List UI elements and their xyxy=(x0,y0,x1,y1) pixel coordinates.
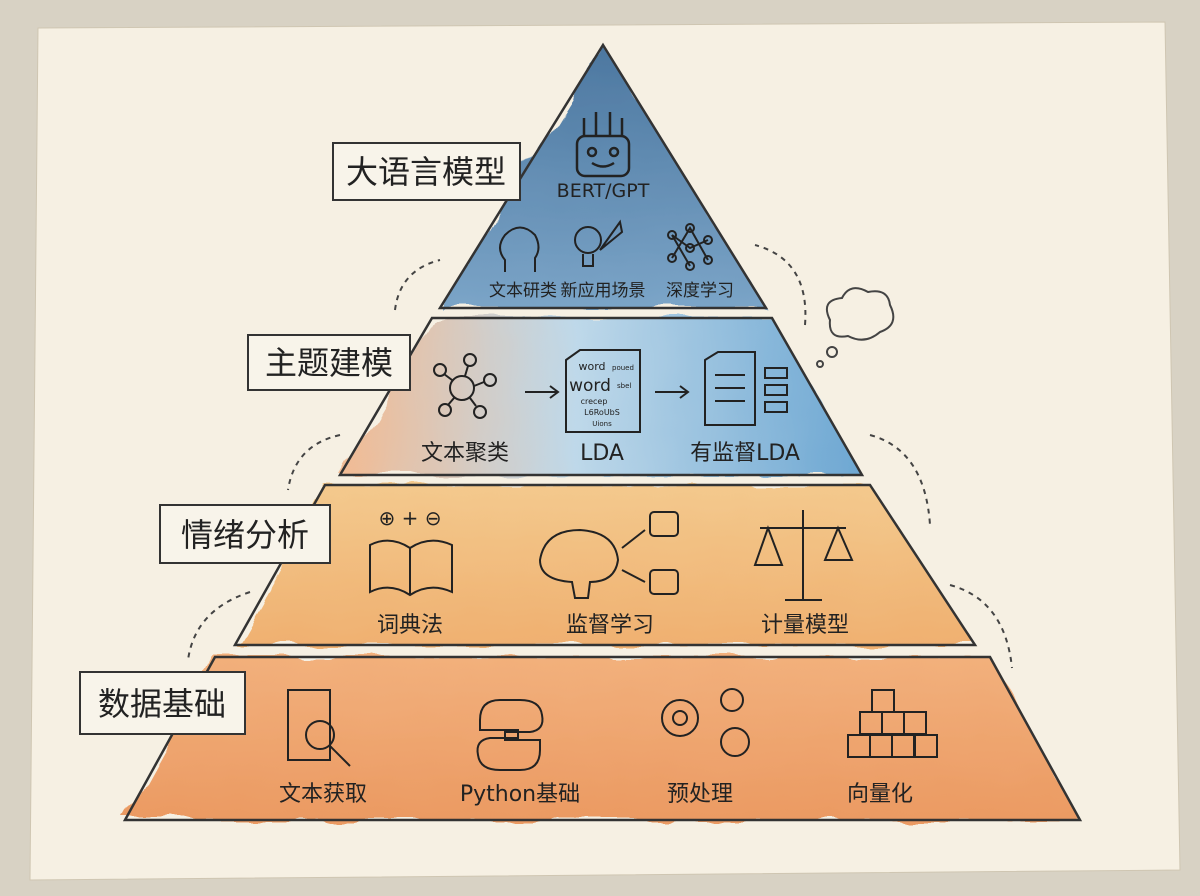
title-box-llm xyxy=(332,142,521,201)
arrow-down-left-icon xyxy=(187,591,251,661)
document-search-icon xyxy=(287,689,351,767)
word-document-icon xyxy=(565,349,641,433)
scale-icon xyxy=(753,510,854,601)
cluster-icon xyxy=(433,353,497,419)
item-lda: LDA xyxy=(580,441,624,466)
doc-word: crecep xyxy=(581,397,608,406)
brain-thumbs-icon xyxy=(538,511,679,599)
title-box-topic xyxy=(247,334,411,391)
title-box-data xyxy=(79,671,246,735)
arrow-up-left-icon xyxy=(394,259,441,311)
robot-icon xyxy=(575,112,631,178)
item-econometric-model: 计量模型 xyxy=(761,613,849,638)
tier-title-llm: 大语言模型 xyxy=(346,153,506,191)
tier-2-outline xyxy=(337,316,865,477)
tier-titles: 大语言模型 主题建模 情绪分析 数据基础 xyxy=(79,142,521,735)
tier-title-data: 数据基础 xyxy=(98,685,226,723)
item-new-applications: 新应用场景 xyxy=(561,281,646,301)
title-box-sentiment xyxy=(159,504,331,564)
lightbulb-rocket-icon xyxy=(574,219,624,267)
gears-icon xyxy=(661,688,750,757)
tier-3-fill xyxy=(235,485,975,645)
neural-network-icon xyxy=(667,223,713,271)
flow-arrows xyxy=(187,244,1013,669)
book-icon xyxy=(369,539,453,597)
doc-word: L6RoUbS xyxy=(584,408,620,417)
item-python-basics: Python基础 xyxy=(460,782,580,807)
doc-word: word xyxy=(569,376,611,396)
tier-4-outline xyxy=(122,655,1083,822)
arrow-down-right-icon xyxy=(949,584,1013,669)
tier-2-fill xyxy=(340,318,862,475)
item-deep-learning: 深度学习 xyxy=(666,281,734,301)
arrow-up-right-icon xyxy=(754,244,807,326)
arrow-icon xyxy=(655,385,690,399)
arrow-down-left-icon xyxy=(287,434,341,491)
tier-1-outline xyxy=(437,42,769,310)
headline-bert-gpt: BERT/GPT xyxy=(557,180,650,202)
item-lexicon-method: 词典法 xyxy=(377,613,443,638)
tier-title-topic: 主题建模 xyxy=(265,344,393,382)
tier-3-outline xyxy=(232,483,978,647)
cubes-icon xyxy=(847,689,938,758)
item-text-clustering: 文本聚类 xyxy=(421,441,509,466)
item-supervised-learning: 监督学习 xyxy=(566,613,654,638)
doc-word: sbel xyxy=(617,382,631,390)
item-supervised-lda: 有监督LDA xyxy=(690,441,800,466)
item-vectorization: 向量化 xyxy=(847,782,913,807)
arrow-down-right-icon xyxy=(869,434,931,526)
plus-minus-symbols: ⊕ + ⊖ xyxy=(379,506,442,530)
tier-title-sentiment: 情绪分析 xyxy=(181,516,309,554)
item-text-research: 文本研类 xyxy=(489,281,557,301)
item-preprocessing: 预处理 xyxy=(667,782,733,807)
brain-head-icon xyxy=(499,226,540,272)
doc-word: Uions xyxy=(592,420,612,428)
doc-word: word xyxy=(578,360,605,373)
python-icon xyxy=(476,699,544,771)
item-text-acquisition: 文本获取 xyxy=(279,782,367,807)
labeled-document-icon xyxy=(704,351,788,426)
tier-4-fill xyxy=(125,657,1080,820)
doc-word: poued xyxy=(612,364,634,372)
arrow-icon xyxy=(525,385,560,399)
thought-cloud-icon xyxy=(816,287,895,368)
